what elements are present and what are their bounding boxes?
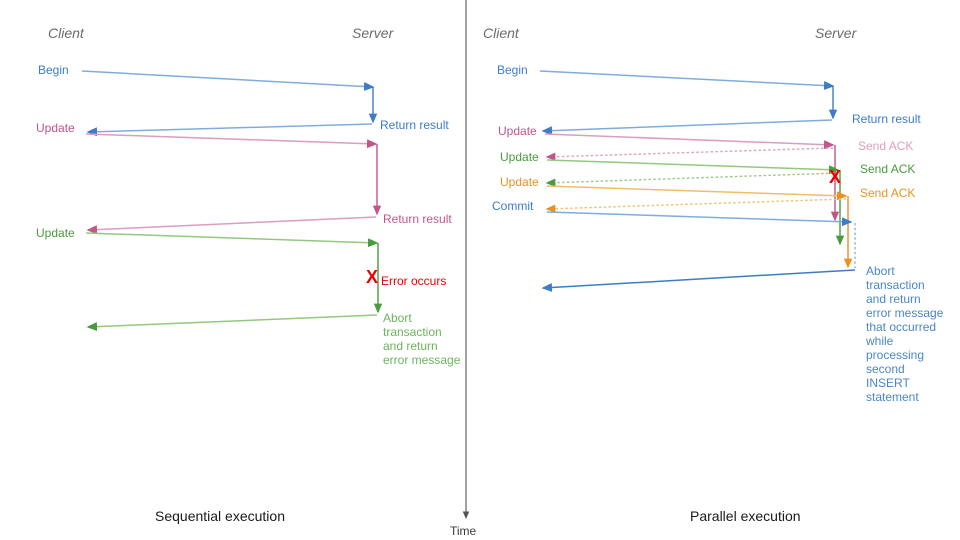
left-message-label-abort: Abort transaction and return error messa… [383,311,461,367]
left-error-label: Error occurs [381,274,447,288]
right-error-x-icon: X [829,167,842,187]
left-message-label-return-1: Return result [380,118,449,132]
arrow-left-begin [81,70,375,91]
right-message-label-commit: Commit [492,199,534,213]
arrow-left-abort [86,314,378,332]
right-lane-header-server: Server [815,25,857,41]
arrow-right-commit [546,211,853,227]
right-message-label-begin: Begin [497,63,528,77]
arrow-right-abort [541,269,856,292]
left-lane-header-client: Client [48,25,84,41]
arrow-left-update-1 [85,133,378,149]
left-message-label-update-2: Update [36,226,75,240]
arrow-left-return-2 [86,216,377,235]
right-message-label-return-1: Return result [852,112,921,126]
right-panel-caption: Parallel execution [690,508,801,524]
right-panel-arrows [539,70,856,292]
right-message-label-abort: Abort transaction and return error messa… [866,264,944,404]
right-message-label-update-1: Update [498,124,537,138]
left-error-x-icon: X [366,267,379,287]
left-message-label-update-1: Update [36,121,75,135]
arrow-right-update-2 [546,159,840,175]
right-message-label-update-2: Update [500,150,539,164]
arrow-right-begin [539,70,835,91]
arrow-right-ack-3 [545,198,847,213]
left-panel-caption: Sequential execution [155,508,285,524]
arrow-right-ack-2 [545,172,839,187]
right-lane-header-client: Client [483,25,519,41]
right-message-label-update-3: Update [500,175,539,189]
arrow-right-update-3 [546,185,848,201]
left-lane-header-server: Server [352,25,394,41]
arrow-left-return-1 [86,123,373,137]
right-message-label-ack-1: Send ACK [858,139,914,153]
right-message-label-ack-3: Send ACK [860,186,916,200]
right-message-label-ack-2: Send ACK [860,162,916,176]
arrow-right-ack-1 [545,147,834,161]
arrow-left-update-2 [85,232,379,248]
left-message-label-begin: Begin [38,63,69,77]
arrow-right-update-1 [544,133,835,150]
arrow-right-return-1 [541,119,833,136]
left-panel-arrows [81,70,383,332]
left-message-label-return-2: Return result [383,212,452,226]
time-axis-label: Time [450,524,477,538]
